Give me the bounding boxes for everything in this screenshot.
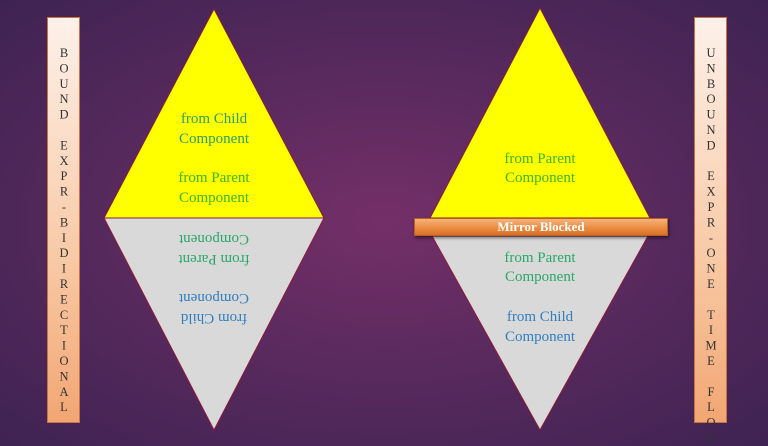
bound-expr-label: BOUND EXPR-BIDIRECTIONAL bbox=[57, 46, 71, 416]
right-top-text-1a: from Parent bbox=[504, 151, 576, 167]
left-mirror-text-1a: from Parent bbox=[178, 251, 250, 267]
left-top-text-2a: from Parent bbox=[178, 170, 250, 186]
left-mirror-text-2a: from Child bbox=[180, 310, 247, 326]
left-top-text-1b: Component bbox=[179, 131, 250, 147]
unbound-expr-label-bar: UNBOUND EXPR-ONE TIME FLOW bbox=[694, 17, 727, 446]
left-mirror-text-1b: Component bbox=[178, 231, 249, 247]
bound-expr-label-bar: BOUND EXPR-BIDIRECTIONAL bbox=[47, 17, 80, 423]
right-bottom-text-2a: from Child bbox=[507, 309, 574, 325]
left-top-text-2b: Component bbox=[179, 190, 250, 206]
right-bottom-text-1a: from Parent bbox=[504, 250, 576, 266]
right-bottom-triangle bbox=[431, 235, 649, 432]
left-mirror-text-2b: Component bbox=[178, 290, 249, 306]
right-bottom-text-1b: Component bbox=[505, 269, 576, 285]
right-bottom-text-2b: Component bbox=[505, 329, 576, 345]
left-bottom-triangle bbox=[103, 217, 325, 432]
mirror-blocked-banner: Mirror Blocked bbox=[414, 218, 668, 236]
left-top-text-1a: from Child bbox=[181, 111, 248, 127]
unbound-expr-label: UNBOUND EXPR-ONE TIME FLOW bbox=[704, 46, 718, 446]
right-top-text-1b: Component bbox=[505, 170, 576, 186]
right-top-triangle bbox=[429, 6, 651, 219]
